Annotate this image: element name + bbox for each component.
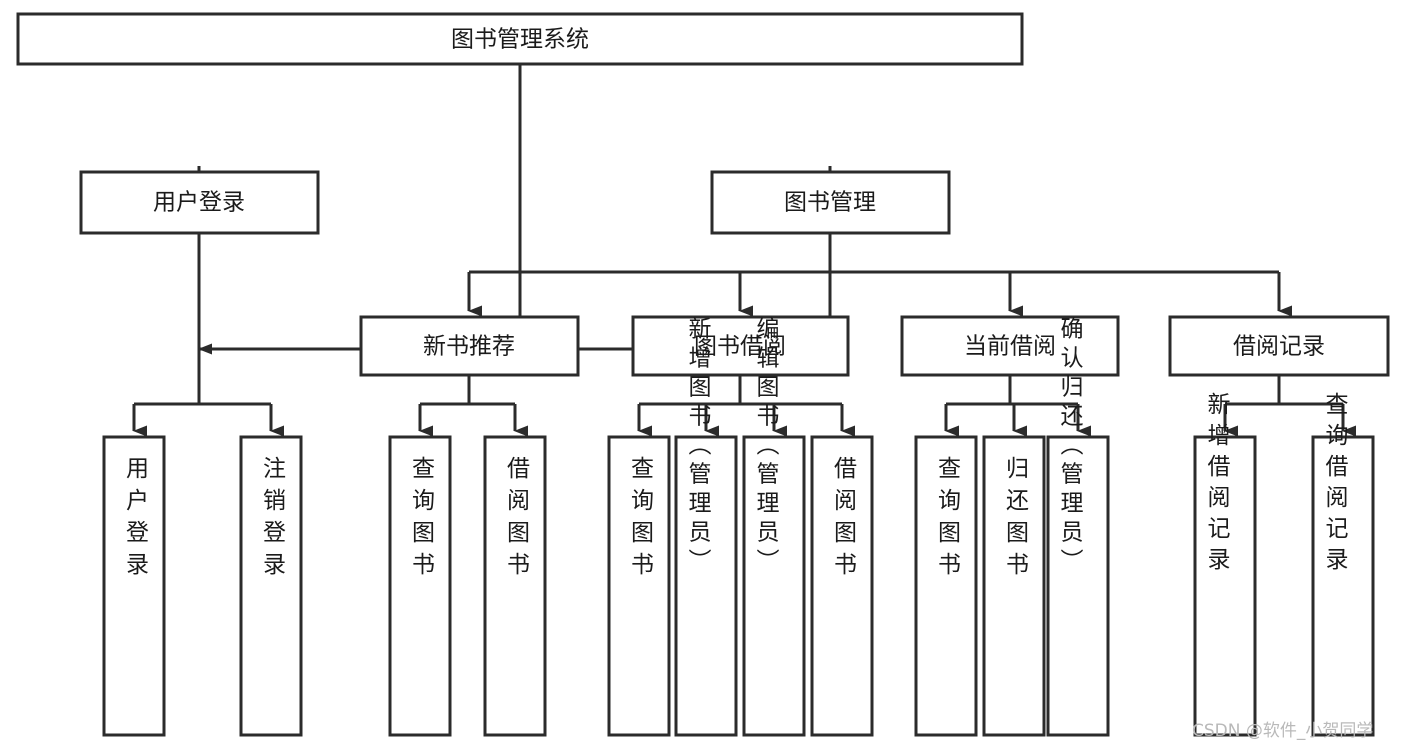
- node-leaf-query-book-recommend[interactable]: 查询图书: [388, 435, 452, 737]
- node-leaf-add-book-admin-box: [674, 435, 738, 737]
- node-leaf-query-book-current-box: [914, 435, 978, 737]
- node-leaf-borrow-book-box: [810, 435, 874, 737]
- node-leaf-query-book-current-label: 查询图书: [934, 456, 962, 584]
- node-current-borrow-label: 当前借阅: [964, 334, 1056, 360]
- edges-group: [132, 65, 1356, 437]
- node-leaf-query-book-borrow-label: 查询图书: [627, 456, 655, 584]
- node-leaf-borrow-book[interactable]: 借阅图书: [810, 435, 874, 737]
- node-leaf-confirm-return-admin[interactable]: 确认归还（管理员）: [1046, 317, 1110, 737]
- node-leaf-add-book-admin-label: 新增图书（管理员）: [684, 317, 712, 578]
- node-leaf-user-logout-label: 注销登录: [259, 456, 287, 584]
- node-leaf-borrow-book-label: 借阅图书: [830, 456, 858, 584]
- node-leaf-borrow-book-recommend[interactable]: 借阅图书: [483, 435, 547, 737]
- node-leaf-return-book-box: [982, 435, 1046, 737]
- node-user-login-box: [79, 170, 320, 235]
- node-current-borrow[interactable]: 当前借阅: [900, 315, 1120, 377]
- node-book-manage-label: 图书管理: [784, 190, 876, 216]
- node-root-box: [16, 12, 1024, 66]
- node-leaf-borrow-book-recommend-label: 借阅图书: [503, 456, 531, 584]
- node-leaf-return-book[interactable]: 归还图书: [982, 435, 1046, 737]
- node-leaf-return-book-label: 归还图书: [1002, 456, 1030, 584]
- node-book-manage[interactable]: 图书管理: [710, 170, 951, 235]
- edge-user-login-bus: [134, 233, 271, 406]
- edge-book-borrow-bus: [639, 376, 842, 406]
- node-leaf-edit-book-admin[interactable]: 编辑图书（管理员）: [742, 317, 806, 737]
- node-new-book-recommend[interactable]: 新书推荐: [359, 315, 580, 377]
- edge-book-manage-bus: [469, 233, 1279, 274]
- node-leaf-query-borrow-record-label: 查询借阅记录: [1321, 392, 1349, 578]
- edge-new-book-recommend-bus: [420, 376, 515, 406]
- node-leaf-borrow-book-recommend-box: [483, 435, 547, 737]
- node-leaf-user-logout-box: [239, 435, 303, 737]
- node-user-login-label: 用户登录: [153, 190, 245, 216]
- node-book-borrow-label: 图书借阅: [694, 334, 786, 360]
- node-borrow-record-label: 借阅记录: [1233, 334, 1325, 360]
- node-leaf-query-book-recommend-label: 查询图书: [408, 456, 436, 584]
- node-borrow-record[interactable]: 借阅记录: [1168, 315, 1390, 377]
- node-leaf-query-book-borrow-box: [607, 435, 671, 737]
- node-leaf-add-book-admin[interactable]: 新增图书（管理员）: [674, 317, 738, 737]
- node-new-book-recommend-label: 新书推荐: [423, 334, 515, 360]
- node-leaf-query-book-current[interactable]: 查询图书: [914, 435, 978, 737]
- node-leaf-user-login[interactable]: 用户登录: [102, 435, 166, 737]
- node-leaf-query-borrow-record-box: [1311, 435, 1375, 737]
- node-leaf-user-logout[interactable]: 注销登录: [239, 435, 303, 737]
- node-leaf-confirm-return-admin-box: [1046, 435, 1110, 737]
- edge-borrow-record-bus: [1225, 376, 1343, 406]
- node-leaf-edit-book-admin-box: [742, 435, 806, 737]
- node-leaf-edit-book-admin-label: 编辑图书（管理员）: [752, 317, 780, 578]
- node-current-borrow-box: [900, 315, 1120, 377]
- node-leaf-query-book-borrow[interactable]: 查询图书: [607, 435, 671, 737]
- node-book-borrow[interactable]: 图书借阅: [631, 315, 850, 377]
- node-leaf-add-borrow-record-box: [1193, 435, 1257, 737]
- edge-current-borrow-bus: [946, 376, 1078, 406]
- node-root-label: 图书管理系统: [451, 27, 589, 53]
- node-new-book-recommend-box: [359, 315, 580, 377]
- node-leaf-query-borrow-record[interactable]: 查询借阅记录: [1311, 392, 1375, 737]
- node-leaf-user-login-box: [102, 435, 166, 737]
- node-leaf-query-book-recommend-box: [388, 435, 452, 737]
- node-leaf-confirm-return-admin-label: 确认归还（管理员）: [1056, 317, 1084, 578]
- node-book-borrow-box: [631, 315, 850, 377]
- node-leaf-add-borrow-record-label: 新增借阅记录: [1203, 392, 1231, 578]
- node-root[interactable]: 图书管理系统: [16, 12, 1024, 66]
- node-book-manage-box: [710, 170, 951, 235]
- node-leaf-user-login-label: 用户登录: [122, 456, 150, 584]
- node-leaf-add-borrow-record[interactable]: 新增借阅记录: [1193, 392, 1257, 737]
- node-borrow-record-box: [1168, 315, 1390, 377]
- node-user-login[interactable]: 用户登录: [79, 170, 320, 235]
